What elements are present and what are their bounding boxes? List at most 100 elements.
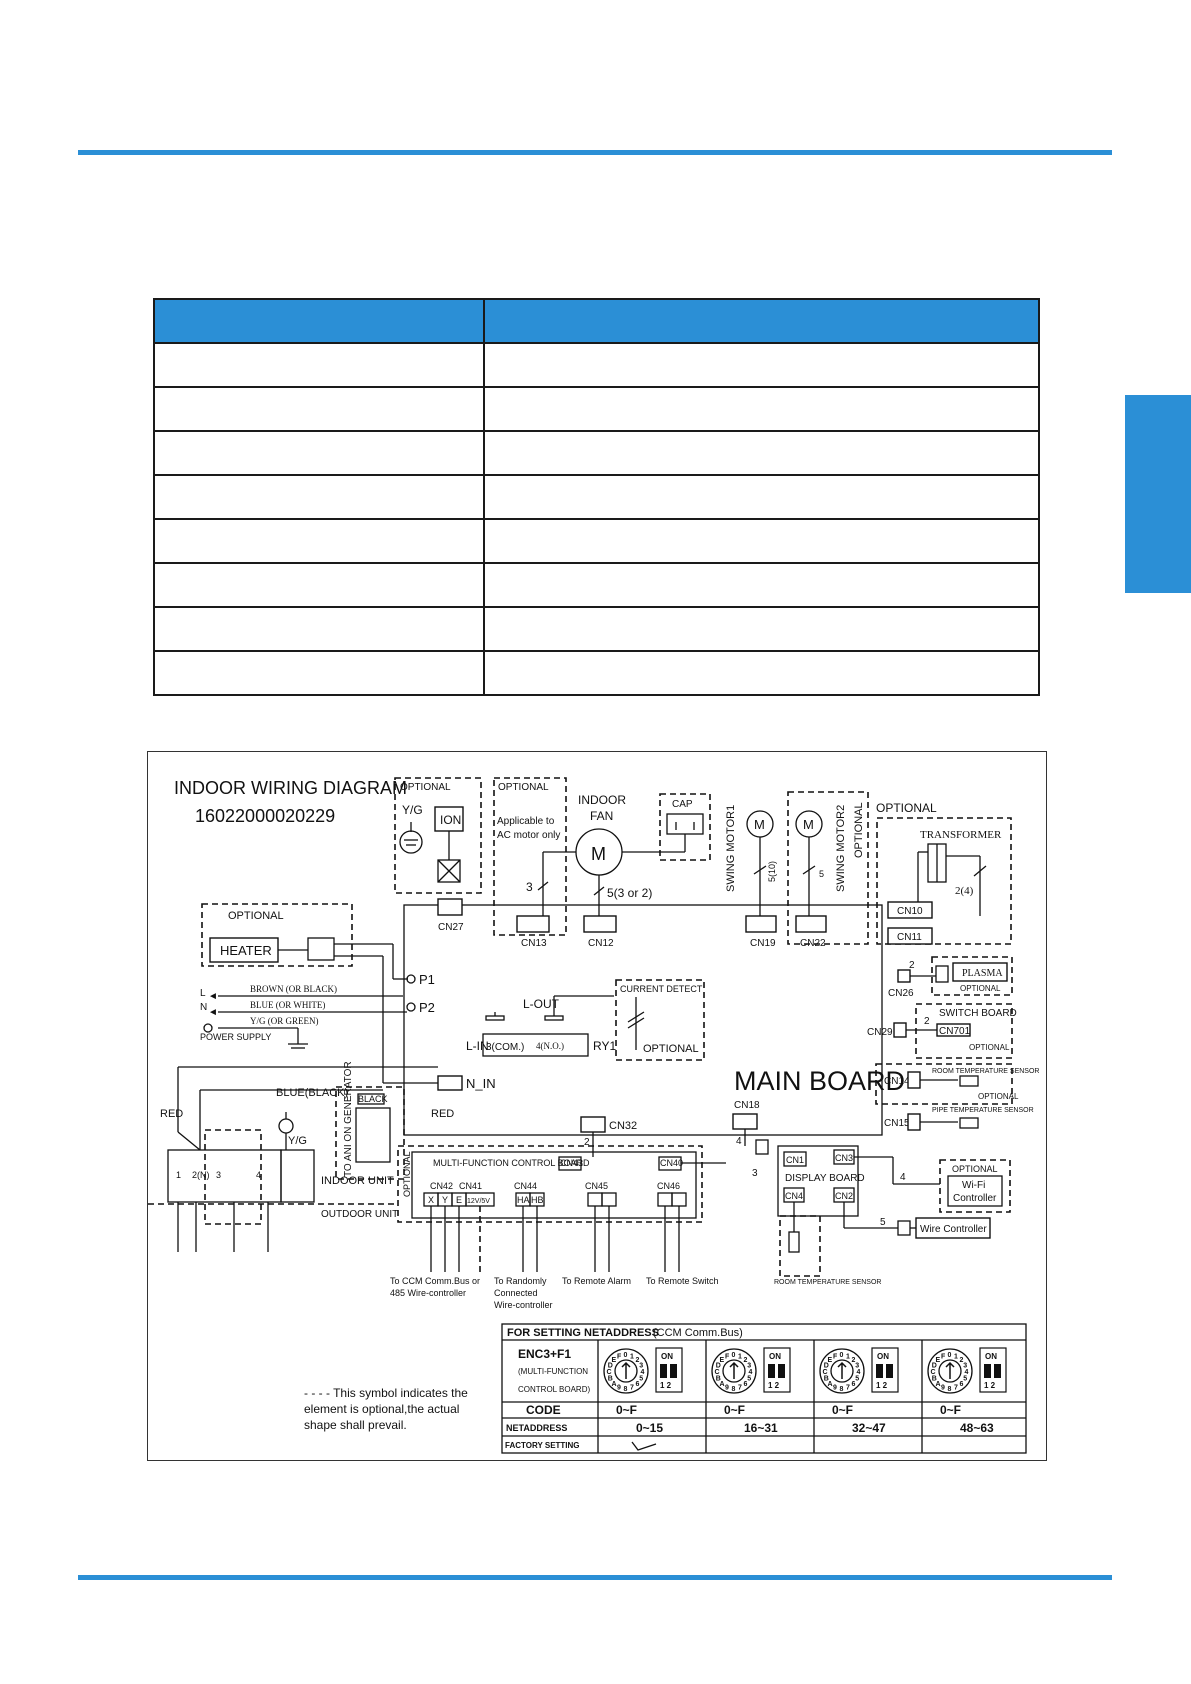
dial-digit: 3 bbox=[855, 1362, 859, 1369]
cn26-label: CN26 bbox=[888, 988, 914, 999]
dial-digit: D bbox=[932, 1362, 937, 1369]
swing-motor1-label: SWING MOTOR1 bbox=[725, 805, 737, 892]
cn18-connector bbox=[732, 1113, 758, 1130]
dip-switch-icon bbox=[984, 1364, 991, 1378]
current-sensor-icon bbox=[627, 1011, 645, 1029]
plasma-box bbox=[952, 962, 1008, 982]
relay-ry1-label: RY1 bbox=[593, 1039, 616, 1053]
dial-digit: 1 bbox=[954, 1353, 958, 1360]
dip-switch-icon bbox=[768, 1364, 775, 1378]
cn29-label: CN29 bbox=[867, 1027, 893, 1038]
dial-digit: 6 bbox=[744, 1381, 748, 1388]
factory-setting-label: FACTORY SETTING bbox=[505, 1441, 580, 1450]
ccm-note-2: 485 Wire-controller bbox=[390, 1288, 466, 1298]
dial-digit: 8 bbox=[948, 1386, 952, 1393]
netaddress-value: 0~15 bbox=[636, 1421, 663, 1435]
cn42-label: CN42 bbox=[430, 1181, 453, 1191]
code-label: CODE bbox=[526, 1403, 561, 1417]
cn12-connector bbox=[583, 915, 617, 933]
dial-digit: B bbox=[824, 1376, 829, 1383]
netaddress-label: NETADDRESS bbox=[506, 1423, 567, 1433]
dial-digit: A bbox=[827, 1381, 832, 1388]
dial-digit: 2 bbox=[852, 1357, 856, 1364]
dial-digit: C bbox=[931, 1369, 936, 1376]
cn19-connector bbox=[745, 915, 777, 933]
dial-digit: 3 bbox=[639, 1362, 643, 1369]
room-temp-sensor-optional-box bbox=[875, 1063, 1013, 1105]
arrow-up-icon bbox=[621, 1361, 631, 1379]
table-row bbox=[153, 342, 1040, 388]
swing-motor2-optional-box bbox=[787, 791, 869, 945]
dip-switch-icon bbox=[876, 1364, 883, 1378]
dial-digit: 9 bbox=[725, 1385, 729, 1392]
cn11-label: CN11 bbox=[897, 932, 922, 943]
ac-motor-note-2: AC motor only bbox=[497, 830, 560, 841]
pin-e: E bbox=[456, 1195, 462, 1205]
cn14-connector bbox=[907, 1071, 921, 1089]
dial-digit: 2 bbox=[744, 1357, 748, 1364]
legend-line-3: shape shall prevail. bbox=[304, 1418, 407, 1432]
p2-terminal bbox=[406, 1002, 416, 1012]
enc-note-1: (MULTI-FUNCTION bbox=[518, 1367, 588, 1376]
optional-label: OPTIONAL bbox=[498, 782, 549, 793]
cn14-label: CN14 bbox=[884, 1076, 910, 1087]
cn29-connector bbox=[893, 1022, 907, 1038]
four-wire-count: 4 bbox=[736, 1136, 742, 1147]
dial-digit: 3 bbox=[747, 1362, 751, 1369]
current-detect-label: CURRENT DETECT bbox=[620, 984, 703, 994]
heater-connector-icon bbox=[307, 937, 335, 961]
dial-digit: 4 bbox=[749, 1369, 753, 1376]
transformer-label: TRANSFORMER bbox=[920, 829, 1002, 841]
dial-digit: E bbox=[827, 1357, 832, 1364]
cn701-label: CN701 bbox=[939, 1026, 971, 1037]
mfcb-optional-box bbox=[397, 1145, 703, 1223]
ion-generator-icon bbox=[355, 1107, 391, 1163]
cn44-label: CN44 bbox=[514, 1181, 537, 1191]
dial-digit: B bbox=[716, 1376, 721, 1383]
dial-digit: 5 bbox=[639, 1376, 643, 1383]
table-cell bbox=[153, 562, 485, 608]
cn27-label: CN27 bbox=[438, 922, 464, 933]
pin-y: Y bbox=[442, 1195, 448, 1205]
netaddress-header: FOR SETTING NETADDRESS bbox=[507, 1327, 659, 1339]
cn45-label: CN45 bbox=[585, 1181, 608, 1191]
dial-digit: F bbox=[941, 1353, 946, 1360]
optional-label: OPTIONAL bbox=[643, 1043, 699, 1055]
dial-digit: C bbox=[715, 1369, 720, 1376]
table-header-cell bbox=[153, 298, 485, 344]
swing2-wire-count: 5 bbox=[819, 869, 824, 879]
main-board-label: MAIN BOARD bbox=[734, 1066, 905, 1096]
wifi-label-2: Controller bbox=[953, 1193, 997, 1204]
wifi-controller-box bbox=[947, 1175, 1003, 1207]
cn18-label: CN18 bbox=[734, 1100, 760, 1111]
optional-label: OPTIONAL bbox=[969, 1043, 1010, 1052]
dial-digit: A bbox=[611, 1381, 616, 1388]
dial-digit: E bbox=[935, 1357, 940, 1364]
netaddress-value: 16~31 bbox=[744, 1421, 778, 1435]
code-value: 0~F bbox=[832, 1403, 853, 1417]
dial-digit: 9 bbox=[617, 1385, 621, 1392]
optional-label: OPTIONAL bbox=[228, 910, 284, 922]
dip-number-label: 1 2 bbox=[660, 1381, 672, 1390]
table-cell bbox=[483, 386, 1040, 432]
table-cell bbox=[153, 430, 485, 476]
dial-digit: C bbox=[823, 1369, 828, 1376]
dial-digit: F bbox=[833, 1353, 838, 1360]
dial-digit: 1 bbox=[738, 1353, 742, 1360]
dial-digit: 9 bbox=[833, 1385, 837, 1392]
netaddress-value: 48~63 bbox=[960, 1421, 994, 1435]
relay-com-label: 3(COM.) bbox=[486, 1042, 524, 1053]
cn3-label: CN3 bbox=[835, 1153, 853, 1163]
cn13-connector bbox=[516, 915, 550, 933]
dip-on-label: ON bbox=[661, 1352, 673, 1361]
cn32-label: CN32 bbox=[609, 1120, 637, 1132]
two-wire-count: 2 bbox=[909, 960, 915, 971]
dial-digit: 5 bbox=[855, 1376, 859, 1383]
table-row bbox=[153, 474, 1040, 520]
power-n-label: N bbox=[200, 1002, 207, 1013]
code-value: 0~F bbox=[616, 1403, 637, 1417]
dial-digit: B bbox=[932, 1376, 937, 1383]
enc-note-2: CONTROL BOARD) bbox=[518, 1385, 590, 1394]
plasma-label: PLASMA bbox=[962, 968, 1003, 979]
optional-label: OPTIONAL bbox=[960, 984, 1001, 993]
